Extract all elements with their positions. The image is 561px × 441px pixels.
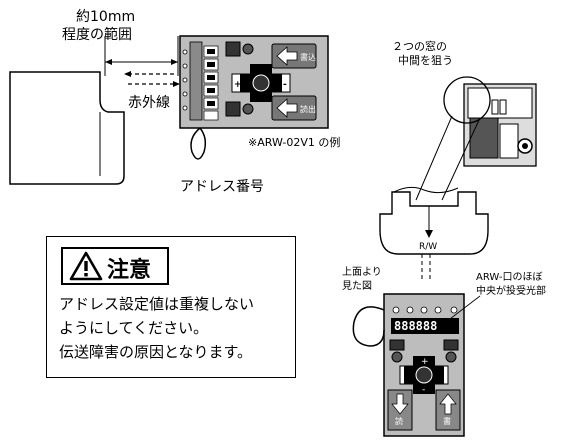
- reader-tool: [9, 71, 125, 185]
- svg-text:書: 書: [443, 416, 451, 426]
- caution-box: 注意 アドレス設定値は重複しない ようにしてください。 伝送障害の原因となります…: [46, 236, 296, 378]
- svg-text:読: 読: [395, 416, 403, 426]
- caution-line-3: 伝送障害の原因となります。: [59, 343, 253, 361]
- caution-line-1: アドレス設定値は重複しない: [59, 295, 255, 313]
- device-top: 書込 + - 読出: [179, 35, 329, 160]
- aim-label-2: 中間を狙う: [398, 54, 453, 67]
- caution-line-2: ようにしてください。: [59, 319, 209, 337]
- infrared-arrows: [124, 71, 180, 87]
- caution-title: 注意: [107, 258, 152, 283]
- svg-text:読出: 読出: [300, 104, 316, 114]
- aim-circle: [443, 76, 491, 124]
- aim-label-1: ２つの窓の: [392, 40, 447, 53]
- arw-label-2: 中央が投受光部: [476, 286, 546, 297]
- arw-pointer: [445, 295, 481, 323]
- range-label-1: 約10mm: [76, 9, 136, 25]
- rw-head: [379, 186, 489, 282]
- top-view-label-1: 上面より: [342, 267, 382, 278]
- arw-label-1: ARW-口のほぼ: [476, 272, 543, 283]
- address-number-label: アドレス番号: [180, 179, 264, 195]
- caution-header: 注意: [61, 247, 169, 285]
- svg-text:888888: 888888: [394, 319, 437, 333]
- range-label-2: 程度の範囲: [62, 27, 132, 43]
- aim-lines: [415, 115, 481, 201]
- svg-text:+: +: [234, 80, 242, 90]
- svg-text:-: -: [422, 385, 425, 395]
- infrared-label: 赤外線: [128, 95, 170, 111]
- range-dimension: [104, 36, 179, 76]
- svg-text:-: -: [283, 80, 287, 90]
- device-side: [463, 83, 537, 167]
- top-view-label-2: 見た図: [342, 281, 372, 292]
- svg-text:書込: 書込: [300, 52, 316, 62]
- rw-label: R/W: [419, 242, 438, 252]
- svg-text:+: +: [421, 357, 429, 367]
- device-bottom: 888888 + - 読 書: [352, 293, 465, 437]
- example-note: ※ARW-02V1 の例: [248, 136, 341, 149]
- warning-icon: [69, 251, 103, 281]
